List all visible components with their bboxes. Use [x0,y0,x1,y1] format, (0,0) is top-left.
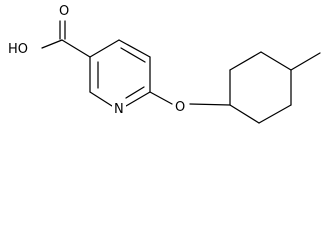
bond-cy-methyl [290,52,321,71]
ether-oxygen-label-bg [173,98,189,115]
bond-cy-c4-c5 [260,51,292,71]
bond-ring-c6-n-inner [125,86,145,99]
ring-nitrogen-label-bg [112,100,126,117]
bond-cy-c1-c2 [229,104,260,124]
bond-ring-n-c2 [89,91,113,107]
carbonyl-oxygen-label-bg [58,2,71,19]
bond-ring-c4-c5 [118,39,151,58]
ring-nitrogen-label: N [114,102,124,117]
bond-ring-c4-c5-inner [120,47,146,63]
bond-ether-o-cyclohexyl [189,103,231,106]
hydroxyl-label-bg [6,40,35,57]
bonds [41,20,321,124]
bond-c6-ether-o [149,91,173,105]
hydroxyl-label: HO [8,42,28,57]
bond-carboxyl-c-ring [61,39,91,58]
bond-carboxyl-c-oh [41,39,63,49]
bond-ring-c3-c4 [89,39,120,58]
bond-ring-c6-n [125,91,151,107]
chemical-structure: HO O N O [6,2,321,124]
ether-oxygen-label: O [175,100,185,115]
bond-cy-c2-c3 [258,104,292,124]
bond-cy-c5-c6 [229,51,262,71]
carbonyl-oxygen-label: O [59,4,69,19]
atom-labels: HO O N O [6,2,189,117]
